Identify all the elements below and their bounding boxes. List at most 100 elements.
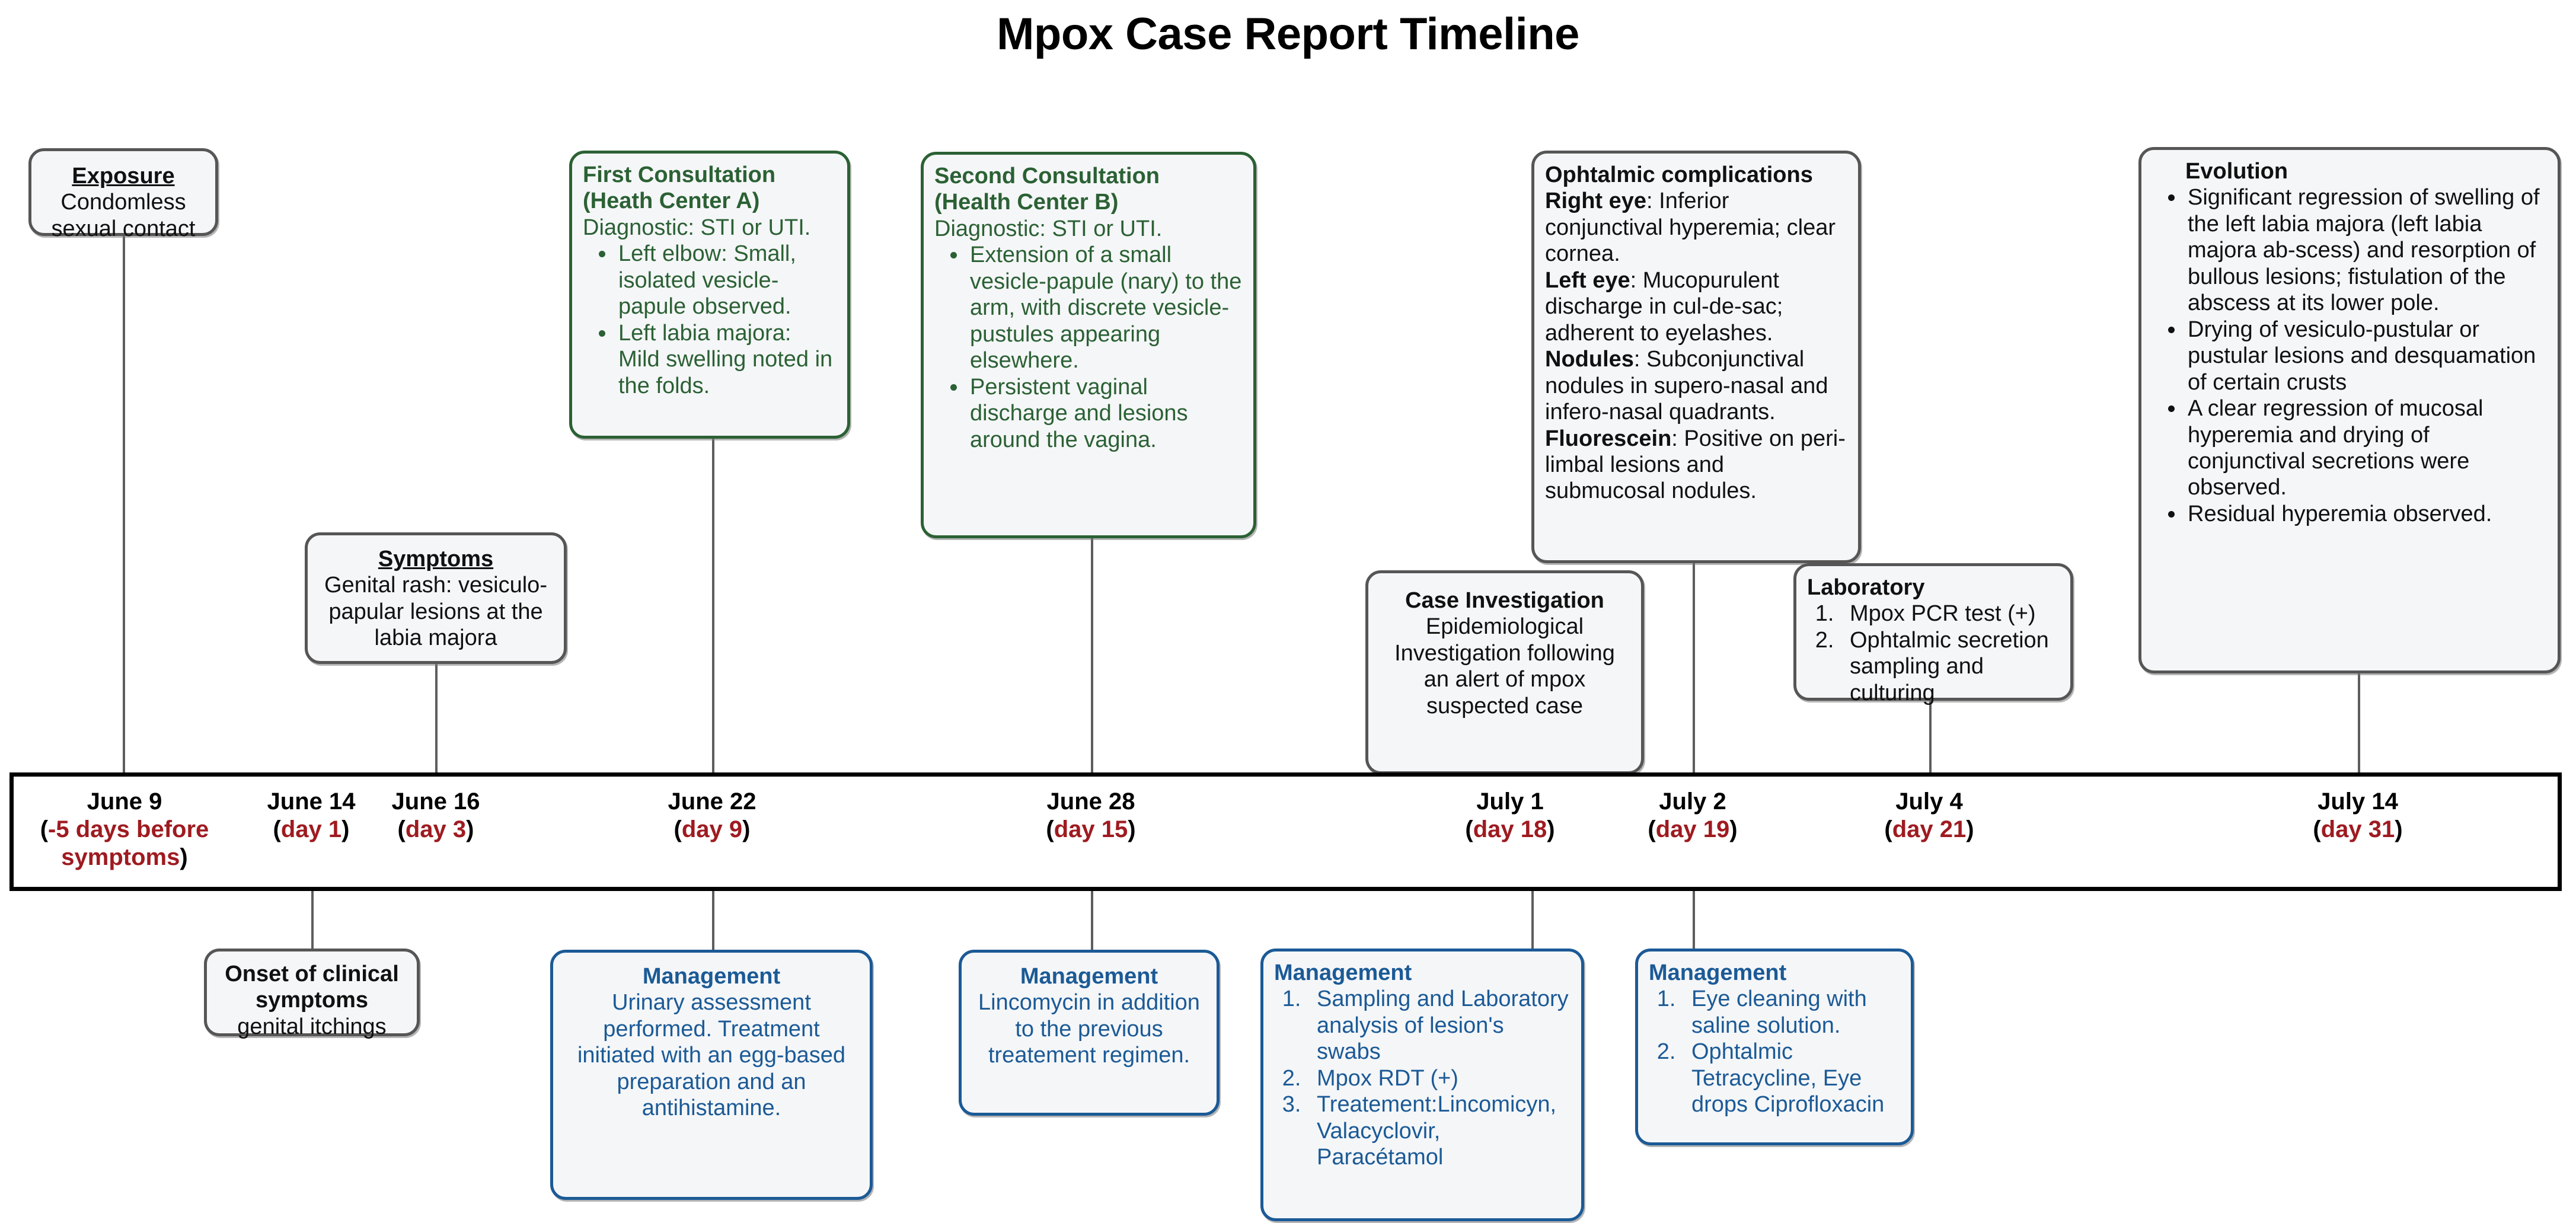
tick-date: June 28 (1046, 788, 1135, 815)
ophtalmic-row: Nodules: Subconjunctival nodules in supe… (1545, 346, 1847, 425)
card-laboratory[interactable]: Laboratory Mpox PCR test (+) Ophtalmic s… (1793, 563, 2073, 705)
laboratory-heading: Laboratory (1807, 575, 1925, 600)
tick-date: June 14 (267, 788, 356, 815)
connector-evolution (2358, 673, 2360, 774)
symptoms-heading: Symptoms (378, 547, 494, 571)
card-first-consultation[interactable]: First Consultation (Heath Center A) Diag… (569, 151, 850, 439)
tick-date: June 9 (87, 788, 162, 815)
ophtalmic-row: Left eye: Mucopurulent discharge in cul-… (1545, 267, 1847, 346)
page-title: Mpox Case Report Timeline (997, 9, 1579, 59)
onset-heading-line2: symptoms (255, 988, 369, 1013)
management-day15-body: Lincomycin in addition to the previous t… (978, 990, 1200, 1068)
timeline-tick-july-2[interactable]: July 2 (day 19) (1613, 788, 1773, 844)
timeline-tick-july-1[interactable]: July 1 (day 18) (1430, 788, 1590, 844)
tick-day: (day 31) (2313, 816, 2403, 843)
connector-mgmt-day15 (1091, 889, 1093, 952)
tick-day: (day 21) (1884, 816, 1974, 843)
tick-day: (day 9) (673, 816, 751, 843)
connector-laboratory (1929, 671, 1932, 774)
card-management-day9[interactable]: Management Urinary assessment performed.… (550, 950, 873, 1200)
connector-first-consult (712, 439, 714, 774)
evolution-bullets: Significant regression of swelling of th… (2152, 184, 2547, 527)
ophtalmic-heading: Ophtalmic complications (1545, 162, 1813, 187)
list-item: Sampling and Laboratory analysis of lesi… (1307, 986, 1571, 1065)
card-management-day19[interactable]: Management Eye cleaning with saline solu… (1635, 949, 1914, 1145)
card-onset-of-symptoms[interactable]: Onset of clinical symptoms genital itchi… (204, 949, 420, 1039)
ophtalmic-label: Fluorescein (1545, 426, 1672, 451)
tick-date: June 22 (668, 788, 756, 815)
management-day19-list: Eye cleaning with saline solution. Ophta… (1649, 986, 1900, 1117)
ophtalmic-text: : Inferior conjunctival hyperemia; clear… (1545, 189, 1836, 267)
list-item: Residual hyperemia observed. (2185, 501, 2547, 527)
second-consultation-heading-line2: (Health Center B) (934, 190, 1119, 215)
list-item: Ophtalmic Tetracycline, Eye drops Ciprof… (1682, 1039, 1900, 1117)
symptoms-body: Genital rash: vesiculo-papular lesions a… (324, 573, 547, 651)
list-item: Treatement:Lincomicyn, Valacyclovir, Par… (1307, 1091, 1571, 1170)
card-exposure[interactable]: Exposure Condomless sexual contact (28, 148, 218, 241)
onset-body: genital itchings (237, 1014, 387, 1039)
management-day15-heading: Management (1020, 964, 1158, 989)
connector-ophtalmic (1693, 563, 1695, 774)
connector-mgmt-day18 (1531, 889, 1534, 952)
timeline-tick-june-16[interactable]: June 16 (day 3) (356, 788, 516, 844)
exposure-line1: Condomless (60, 190, 186, 215)
management-day9-heading: Management (642, 964, 781, 989)
card-ophtalmic-complications[interactable]: Ophtalmic complications Right eye: Infer… (1531, 151, 1861, 563)
ophtalmic-row: Fluorescein: Positive on peri-limbal les… (1545, 426, 1847, 504)
list-item: Drying of vesiculo-pustular or pustular … (2185, 317, 2547, 395)
first-consultation-bullets: Left elbow: Small, isolated vesicle-papu… (583, 241, 837, 399)
card-evolution[interactable]: Evolution Significant regression of swel… (2138, 147, 2561, 673)
onset-heading-line1: Onset of clinical (225, 962, 399, 986)
first-consultation-heading-line2: (Heath Center A) (583, 189, 760, 214)
management-day18-heading: Management (1274, 960, 1412, 985)
laboratory-list: Mpox PCR test (+) Ophtalmic secretion sa… (1807, 601, 2060, 706)
timeline-tick-july-14[interactable]: July 14 (day 31) (2278, 788, 2438, 844)
card-management-day15[interactable]: Management Lincomycin in addition to the… (959, 950, 1220, 1116)
connector-second-consult (1091, 538, 1093, 774)
list-item: Mpox PCR test (+) (1840, 601, 2060, 627)
ophtalmic-label: Nodules (1545, 347, 1634, 372)
ophtalmic-text: : Positive on peri-limbal lesions and su… (1545, 426, 1846, 504)
list-item: Persistent vaginal discharge and lesions… (968, 374, 1243, 453)
management-day19-heading: Management (1649, 960, 1787, 985)
timeline-tick-june-9[interactable]: June 9 (-5 days before symptoms) (27, 788, 222, 872)
timeline-tick-june-14[interactable]: June 14 (day 1) (231, 788, 391, 844)
tick-date: July 1 (1476, 788, 1544, 815)
card-management-day18[interactable]: Management Sampling and Laboratory analy… (1260, 949, 1584, 1221)
tick-day: (day 19) (1648, 816, 1738, 843)
tick-day: (day 18) (1465, 816, 1555, 843)
list-item: A clear regression of mucosal hyperemia … (2185, 395, 2547, 501)
first-consultation-diagnostic: Diagnostic: STI or UTI. (583, 215, 811, 240)
ophtalmic-text: : Mucopurulent discharge in cul-de-sac; … (1545, 267, 1783, 346)
first-consultation-heading-line1: First Consultation (583, 162, 776, 187)
ophtalmic-text: : Subconjunctival nodules in supero-nasa… (1545, 347, 1828, 425)
tick-day: (day 1) (273, 816, 350, 843)
card-second-consultation[interactable]: Second Consultation (Health Center B) Di… (921, 152, 1256, 538)
list-item: Significant regression of swelling of th… (2185, 184, 2547, 316)
connector-mgmt-day9 (712, 889, 714, 952)
timeline-tick-july-4[interactable]: July 4 (day 21) (1849, 788, 2009, 844)
tick-date: June 16 (391, 788, 480, 815)
tick-day: (day 15) (1046, 816, 1136, 843)
list-item: Left elbow: Small, isolated vesicle-papu… (616, 241, 837, 320)
exposure-line2: sexual contact (51, 216, 196, 241)
list-item: Eye cleaning with saline solution. (1682, 986, 1900, 1039)
connector-symptoms (435, 664, 438, 774)
tick-day: (-5 days before symptoms) (40, 816, 209, 871)
tick-date: July 14 (2318, 788, 2398, 815)
timeline-tick-june-28[interactable]: June 28 (day 15) (1011, 788, 1171, 844)
second-consultation-heading-line1: Second Consultation (934, 164, 1160, 189)
tick-date: July 2 (1659, 788, 1726, 815)
card-case-investigation[interactable]: Case Investigation Epidemiological Inves… (1365, 570, 1644, 774)
list-item: Ophtalmic secretion sampling and culturi… (1840, 627, 2060, 706)
case-investigation-body: Epidemiological Investigation following … (1394, 614, 1615, 719)
timeline-bar (9, 772, 2562, 891)
management-day18-list: Sampling and Laboratory analysis of lesi… (1274, 986, 1571, 1170)
card-symptoms[interactable]: Symptoms Genital rash: vesiculo-papular … (305, 532, 567, 664)
ophtalmic-label: Right eye (1545, 189, 1647, 214)
exposure-heading: Exposure (72, 164, 175, 189)
management-day9-body: Urinary assessment performed. Treatment … (577, 990, 846, 1121)
connector-exposure (123, 235, 125, 774)
list-item: Extension of a small vesicle-papule (nar… (968, 242, 1243, 373)
timeline-tick-june-22[interactable]: June 22 (day 9) (632, 788, 792, 844)
